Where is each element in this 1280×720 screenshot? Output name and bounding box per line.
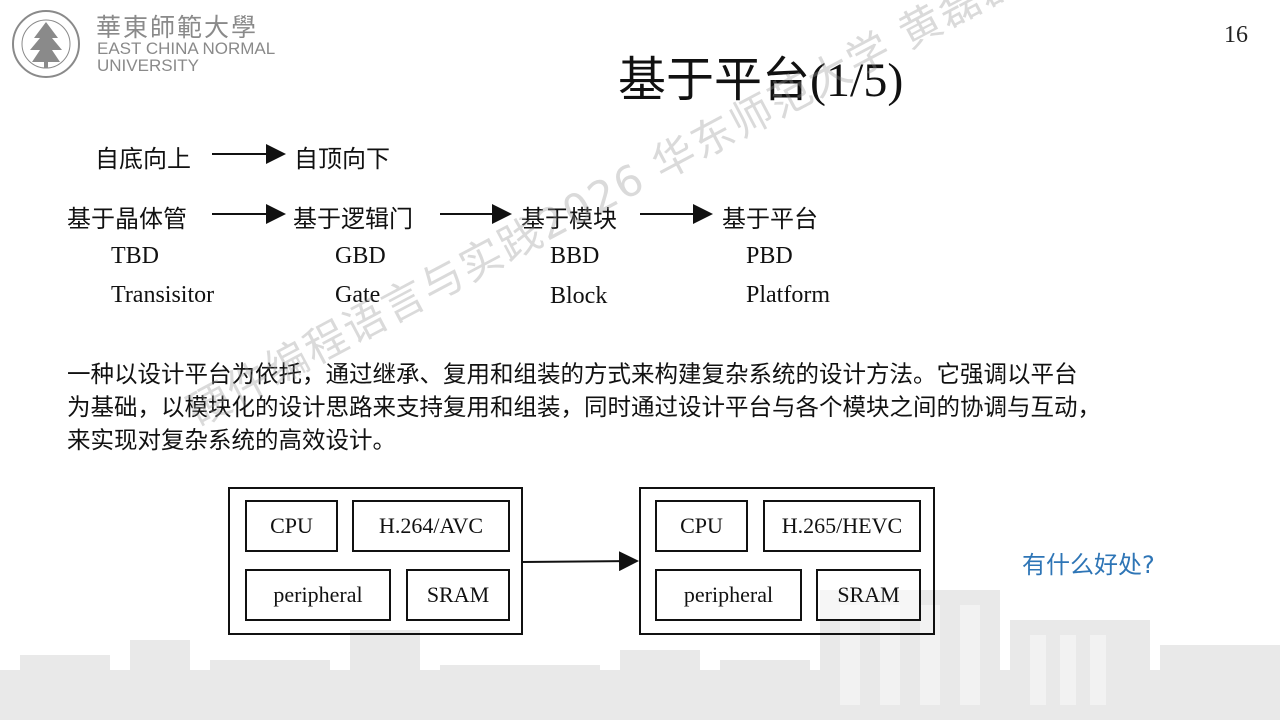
- left-sram-block: SRAM: [406, 569, 510, 621]
- slide-title-num: (1/5): [810, 54, 904, 107]
- flow2-abbr-3: BBD: [550, 243, 600, 269]
- flow2-abbr-4: PBD: [746, 243, 793, 269]
- platform-box-left: [228, 487, 523, 635]
- right-cpu-block: CPU: [655, 500, 748, 552]
- platform-box-right: [639, 487, 935, 635]
- flow1-from: 自底向上: [95, 145, 191, 173]
- university-seal-icon: [12, 10, 80, 78]
- description-paragraph: 一种以设计平台为依托，通过继承、复用和组装的方式来构建复杂系统的设计方法。它强调…: [67, 358, 1101, 457]
- paragraph-line-3: 来实现对复杂系统的高效设计。: [67, 426, 396, 454]
- flow2-label-4: 基于平台: [722, 205, 818, 233]
- left-codec-block: H.264/AVC: [352, 500, 510, 552]
- flow1-to: 自顶向下: [294, 145, 390, 173]
- right-sram-block: SRAM: [816, 569, 921, 621]
- flow2-label-1: 基于晶体管: [67, 205, 187, 233]
- page-number: 16: [1224, 22, 1248, 48]
- left-cpu-block: CPU: [245, 500, 338, 552]
- flow2-abbr-1: TBD: [111, 243, 159, 269]
- logo-name-en-line1: EAST CHINA NORMAL: [97, 39, 276, 58]
- right-codec-block: H.265/HEVC: [763, 500, 921, 552]
- right-peripheral-block: peripheral: [655, 569, 802, 621]
- paragraph-line-2: 为基础，以模块化的设计思路来支持复用和组装，同时通过设计平台与各个模块之间的协调…: [67, 393, 1101, 421]
- slide-title-cn: 基于平台: [618, 52, 811, 108]
- arrow-platform: [521, 551, 639, 572]
- flow2-label-2: 基于逻辑门: [293, 205, 413, 233]
- logo-name-cn: 華東師範大學: [96, 13, 259, 42]
- flow2-abbr-2: GBD: [335, 243, 386, 269]
- slide-title: 基于平台(1/5): [618, 40, 903, 110]
- flow2-en-4: Platform: [746, 282, 830, 308]
- flow2-label-3: 基于模块: [521, 205, 617, 233]
- flow2-en-3: Block: [550, 283, 608, 309]
- flow2-en-1: Transisitor: [111, 282, 215, 308]
- benefit-question: 有什么好处?: [1022, 551, 1155, 579]
- left-peripheral-block: peripheral: [245, 569, 391, 621]
- paragraph-line-1: 一种以设计平台为依托，通过继承、复用和组装的方式来构建复杂系统的设计方法。它强调…: [67, 360, 1078, 388]
- flow2-en-2: Gate: [335, 282, 381, 308]
- logo-name-en-line2: UNIVERSITY: [97, 56, 200, 75]
